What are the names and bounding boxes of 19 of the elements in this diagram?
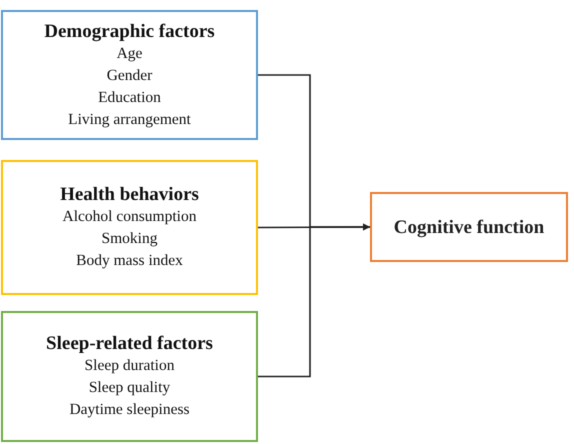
box-heading: Health behaviors [60,183,199,206]
box-heading: Cognitive function [394,216,544,238]
factor-item: Sleep quality [88,378,170,398]
factor-item: Gender [106,66,152,86]
factor-item: Living arrangement [68,110,191,130]
factor-item: Daytime sleepiness [69,400,190,420]
factor-item: Age [116,44,142,64]
factor-item: Body mass index [76,251,183,271]
factor-item: Sleep duration [84,356,174,376]
box-heading: Demographic factors [44,20,215,42]
factor-box [1,160,258,295]
arrow [258,224,370,378]
factor-box [370,192,568,262]
box-heading: Sleep-related factors [46,332,213,355]
factor-box [1,10,258,140]
factor-item: Smoking [102,229,158,249]
factor-item: Alcohol consumption [62,207,196,227]
factor-box [1,311,258,442]
factor-item: Education [98,88,161,108]
